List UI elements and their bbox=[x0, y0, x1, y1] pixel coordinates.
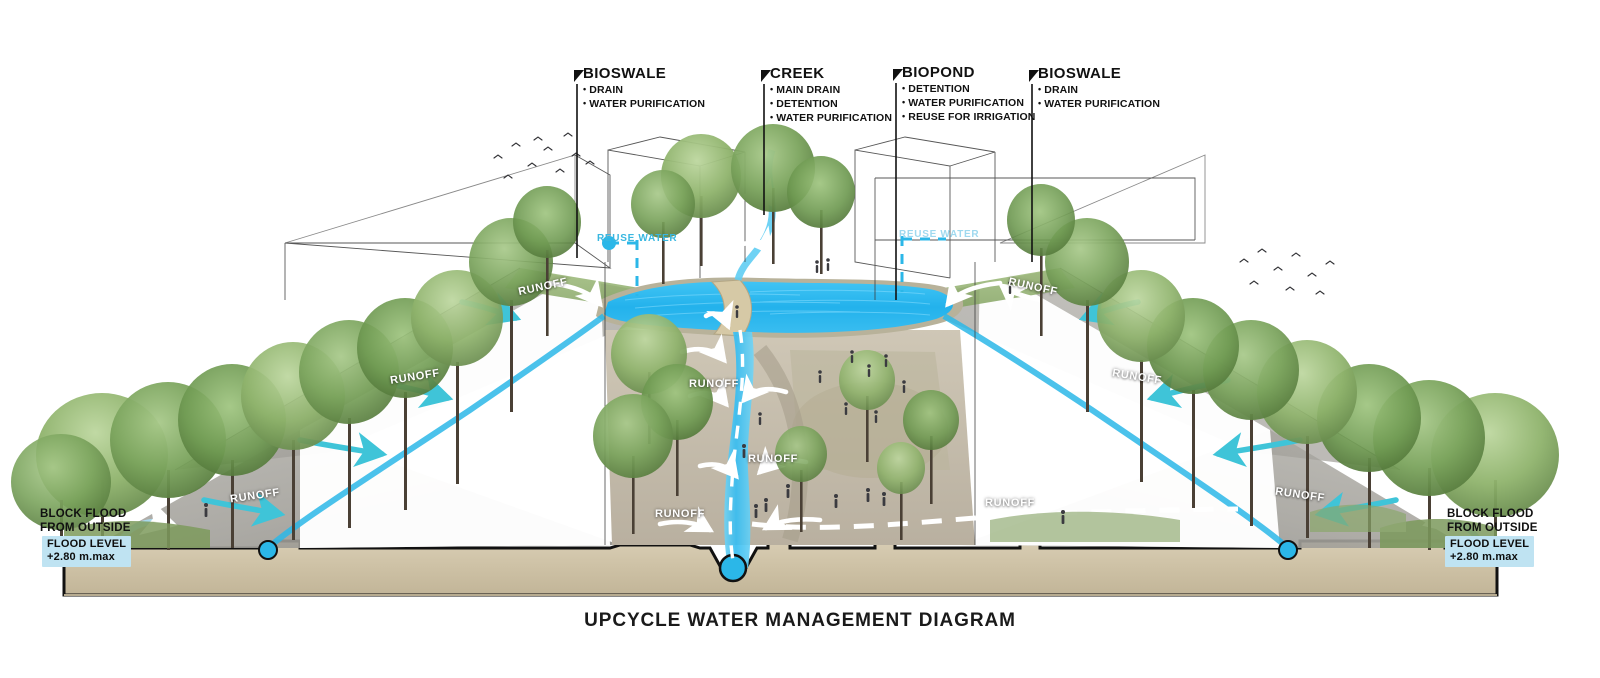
reuse-left-node bbox=[602, 236, 616, 250]
biopond-water bbox=[604, 281, 954, 333]
callout-bioswale-left[interactable]: BIOSWALE DRAIN WATER PURIFICATION bbox=[583, 66, 705, 112]
tree-cluster-left bbox=[11, 186, 581, 552]
bioswale-left-outfall bbox=[258, 540, 278, 560]
bioswale-right-channel bbox=[942, 313, 1290, 551]
reuse-water-label-left: REUSE WATER bbox=[597, 233, 678, 244]
callout-leader-lines bbox=[576, 83, 1033, 300]
runoff-label: RUNOFF bbox=[655, 508, 706, 520]
callout-item: WATER PURIFICATION bbox=[902, 97, 1036, 111]
callout-item: MAIN DRAIN bbox=[770, 84, 892, 98]
block-flood-line2: FROM OUTSIDE bbox=[40, 521, 131, 534]
flood-level-label: FLOOD LEVEL bbox=[47, 538, 127, 550]
flood-level-badge-right: FLOOD LEVEL +2.80 m.max bbox=[1445, 536, 1535, 567]
birds-flock bbox=[493, 132, 1335, 295]
left-white-wedge bbox=[300, 262, 610, 548]
callout-item: WATER PURIFICATION bbox=[583, 98, 705, 112]
flood-level-value: +2.80 m.max bbox=[1450, 550, 1518, 563]
block-flood-line1: BLOCK FLOOD bbox=[40, 508, 127, 520]
right-white-wedge bbox=[975, 262, 1280, 548]
creek-outfall bbox=[718, 553, 748, 583]
callout-title: CREEK bbox=[770, 65, 825, 82]
block-flood-line1: BLOCK FLOOD bbox=[1447, 508, 1534, 520]
callout-title: BIOSWALE bbox=[583, 65, 667, 82]
callout-item: REUSE FOR IRRIGATION bbox=[902, 111, 1036, 125]
tree-cluster-center bbox=[593, 124, 959, 540]
callout-biopond[interactable]: BIOPOND DETENTION WATER PURIFICATION REU… bbox=[902, 65, 1036, 125]
callout-markers bbox=[574, 69, 1039, 82]
callout-creek[interactable]: CREEK MAIN DRAIN DETENTION WATER PURIFIC… bbox=[770, 66, 892, 126]
reuse-water-label-right: REUSE WATER bbox=[899, 229, 980, 240]
callout-item: DRAIN bbox=[583, 84, 705, 98]
callout-item: DRAIN bbox=[1038, 84, 1160, 98]
runoff-label: RUNOFF bbox=[689, 378, 740, 390]
callout-item: WATER PURIFICATION bbox=[770, 112, 892, 126]
callout-item: DETENTION bbox=[902, 83, 1036, 97]
flood-level-badge-left: FLOOD LEVEL +2.80 m.max bbox=[42, 536, 132, 567]
callout-bioswale-right[interactable]: BIOSWALE DRAIN WATER PURIFICATION bbox=[1038, 66, 1160, 112]
tree-cluster-right bbox=[1007, 184, 1559, 550]
callout-item: WATER PURIFICATION bbox=[1038, 98, 1160, 112]
block-flood-note-left: BLOCK FLOOD FROM OUTSIDE bbox=[40, 508, 131, 535]
bioswale-right-outfall bbox=[1278, 540, 1298, 560]
block-flood-line2: FROM OUTSIDE bbox=[1447, 521, 1538, 534]
bioswale-left-channel bbox=[266, 313, 606, 551]
block-flood-note-right: BLOCK FLOOD FROM OUTSIDE bbox=[1447, 508, 1538, 535]
callout-title: BIOPOND bbox=[902, 64, 975, 81]
runoff-label: RUNOFF bbox=[748, 453, 799, 465]
flood-level-label: FLOOD LEVEL bbox=[1450, 538, 1530, 550]
subsurface-drain-dashed bbox=[751, 506, 1239, 530]
people-figures bbox=[204, 258, 1065, 524]
flood-level-value: +2.80 m.max bbox=[47, 550, 115, 563]
callout-item: DETENTION bbox=[770, 98, 892, 112]
diagram-title: UPCYCLE WATER MANAGEMENT DIAGRAM bbox=[584, 610, 1016, 631]
callout-title: BIOSWALE bbox=[1038, 65, 1122, 82]
runoff-label: RUNOFF bbox=[985, 497, 1036, 509]
